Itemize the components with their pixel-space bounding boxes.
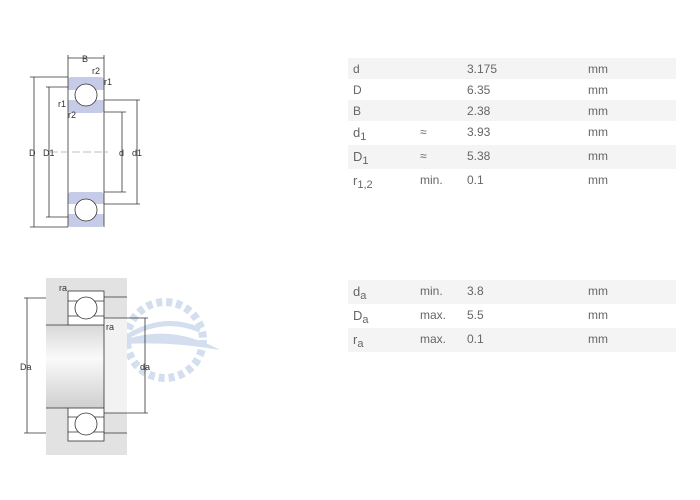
- value: 3.93: [467, 125, 491, 139]
- value: 6.35: [467, 83, 491, 97]
- unit: mm: [588, 173, 608, 187]
- table-row: Da max. 5.5 mm: [348, 304, 676, 328]
- unit: mm: [588, 308, 608, 322]
- qualifier: min.: [420, 284, 443, 298]
- symbol: D1: [353, 149, 369, 167]
- unit: mm: [588, 104, 608, 118]
- table-row: D1 ≈ 5.38 mm: [348, 145, 676, 169]
- table-row: d1 ≈ 3.93 mm: [348, 121, 676, 145]
- table-row: r1,2 min. 0.1 mm: [348, 169, 676, 193]
- qualifier: max.: [420, 332, 447, 346]
- bearing-cross-section: [30, 55, 140, 228]
- value: 3.8: [467, 284, 484, 298]
- value: 5.38: [467, 149, 491, 163]
- watermark-logo: [112, 298, 220, 382]
- value: 5.5: [467, 308, 484, 322]
- unit: mm: [588, 284, 608, 298]
- label-r1: r1: [104, 77, 112, 87]
- abutment-table: da min. 3.8 mm Da max. 5.5 mm ra max. 0.…: [348, 280, 676, 352]
- qualifier: ≈: [420, 125, 427, 139]
- value: 0.1: [467, 173, 484, 187]
- unit: mm: [588, 83, 608, 97]
- symbol: r1,2: [353, 173, 373, 191]
- value: 0.1: [467, 332, 484, 346]
- unit: mm: [588, 62, 608, 76]
- symbol: ra: [353, 332, 364, 350]
- value: 2.38: [467, 104, 491, 118]
- label-ra-top: ra: [59, 283, 67, 293]
- qualifier: min.: [420, 173, 443, 187]
- value: 3.175: [467, 62, 498, 76]
- label-r1-inner: r1: [58, 99, 66, 109]
- unit: mm: [588, 332, 608, 346]
- symbol: Da: [353, 308, 369, 326]
- symbol: da: [353, 284, 367, 302]
- table-row: ra max. 0.1 mm: [348, 328, 676, 352]
- symbol: d1: [353, 125, 367, 143]
- symbol: B: [353, 104, 362, 118]
- qualifier: ≈: [420, 149, 427, 163]
- label-da: da: [140, 362, 150, 372]
- table-row: d 3.175 mm: [348, 58, 676, 79]
- dimensions-table: d 3.175 mm D 6.35 mm B 2.38 mm d1 ≈ 3.93…: [348, 58, 676, 193]
- label-D: D: [29, 148, 36, 158]
- unit: mm: [588, 125, 608, 139]
- table-row: da min. 3.8 mm: [348, 280, 676, 304]
- label-d1: d1: [132, 148, 142, 158]
- label-d: d: [119, 148, 124, 158]
- qualifier: max.: [420, 308, 447, 322]
- table-row: B 2.38 mm: [348, 100, 676, 121]
- label-B: B: [82, 54, 88, 64]
- label-r2-inner: r2: [68, 110, 76, 120]
- label-Da: Da: [20, 362, 32, 372]
- mounting-drawing: [24, 278, 148, 455]
- table-row: D 6.35 mm: [348, 79, 676, 100]
- unit: mm: [588, 149, 608, 163]
- symbol: D: [353, 83, 362, 97]
- label-ra-bottom: ra: [106, 322, 114, 332]
- label-D1: D1: [43, 148, 55, 158]
- label-r2: r2: [92, 66, 100, 76]
- symbol: d: [353, 62, 360, 76]
